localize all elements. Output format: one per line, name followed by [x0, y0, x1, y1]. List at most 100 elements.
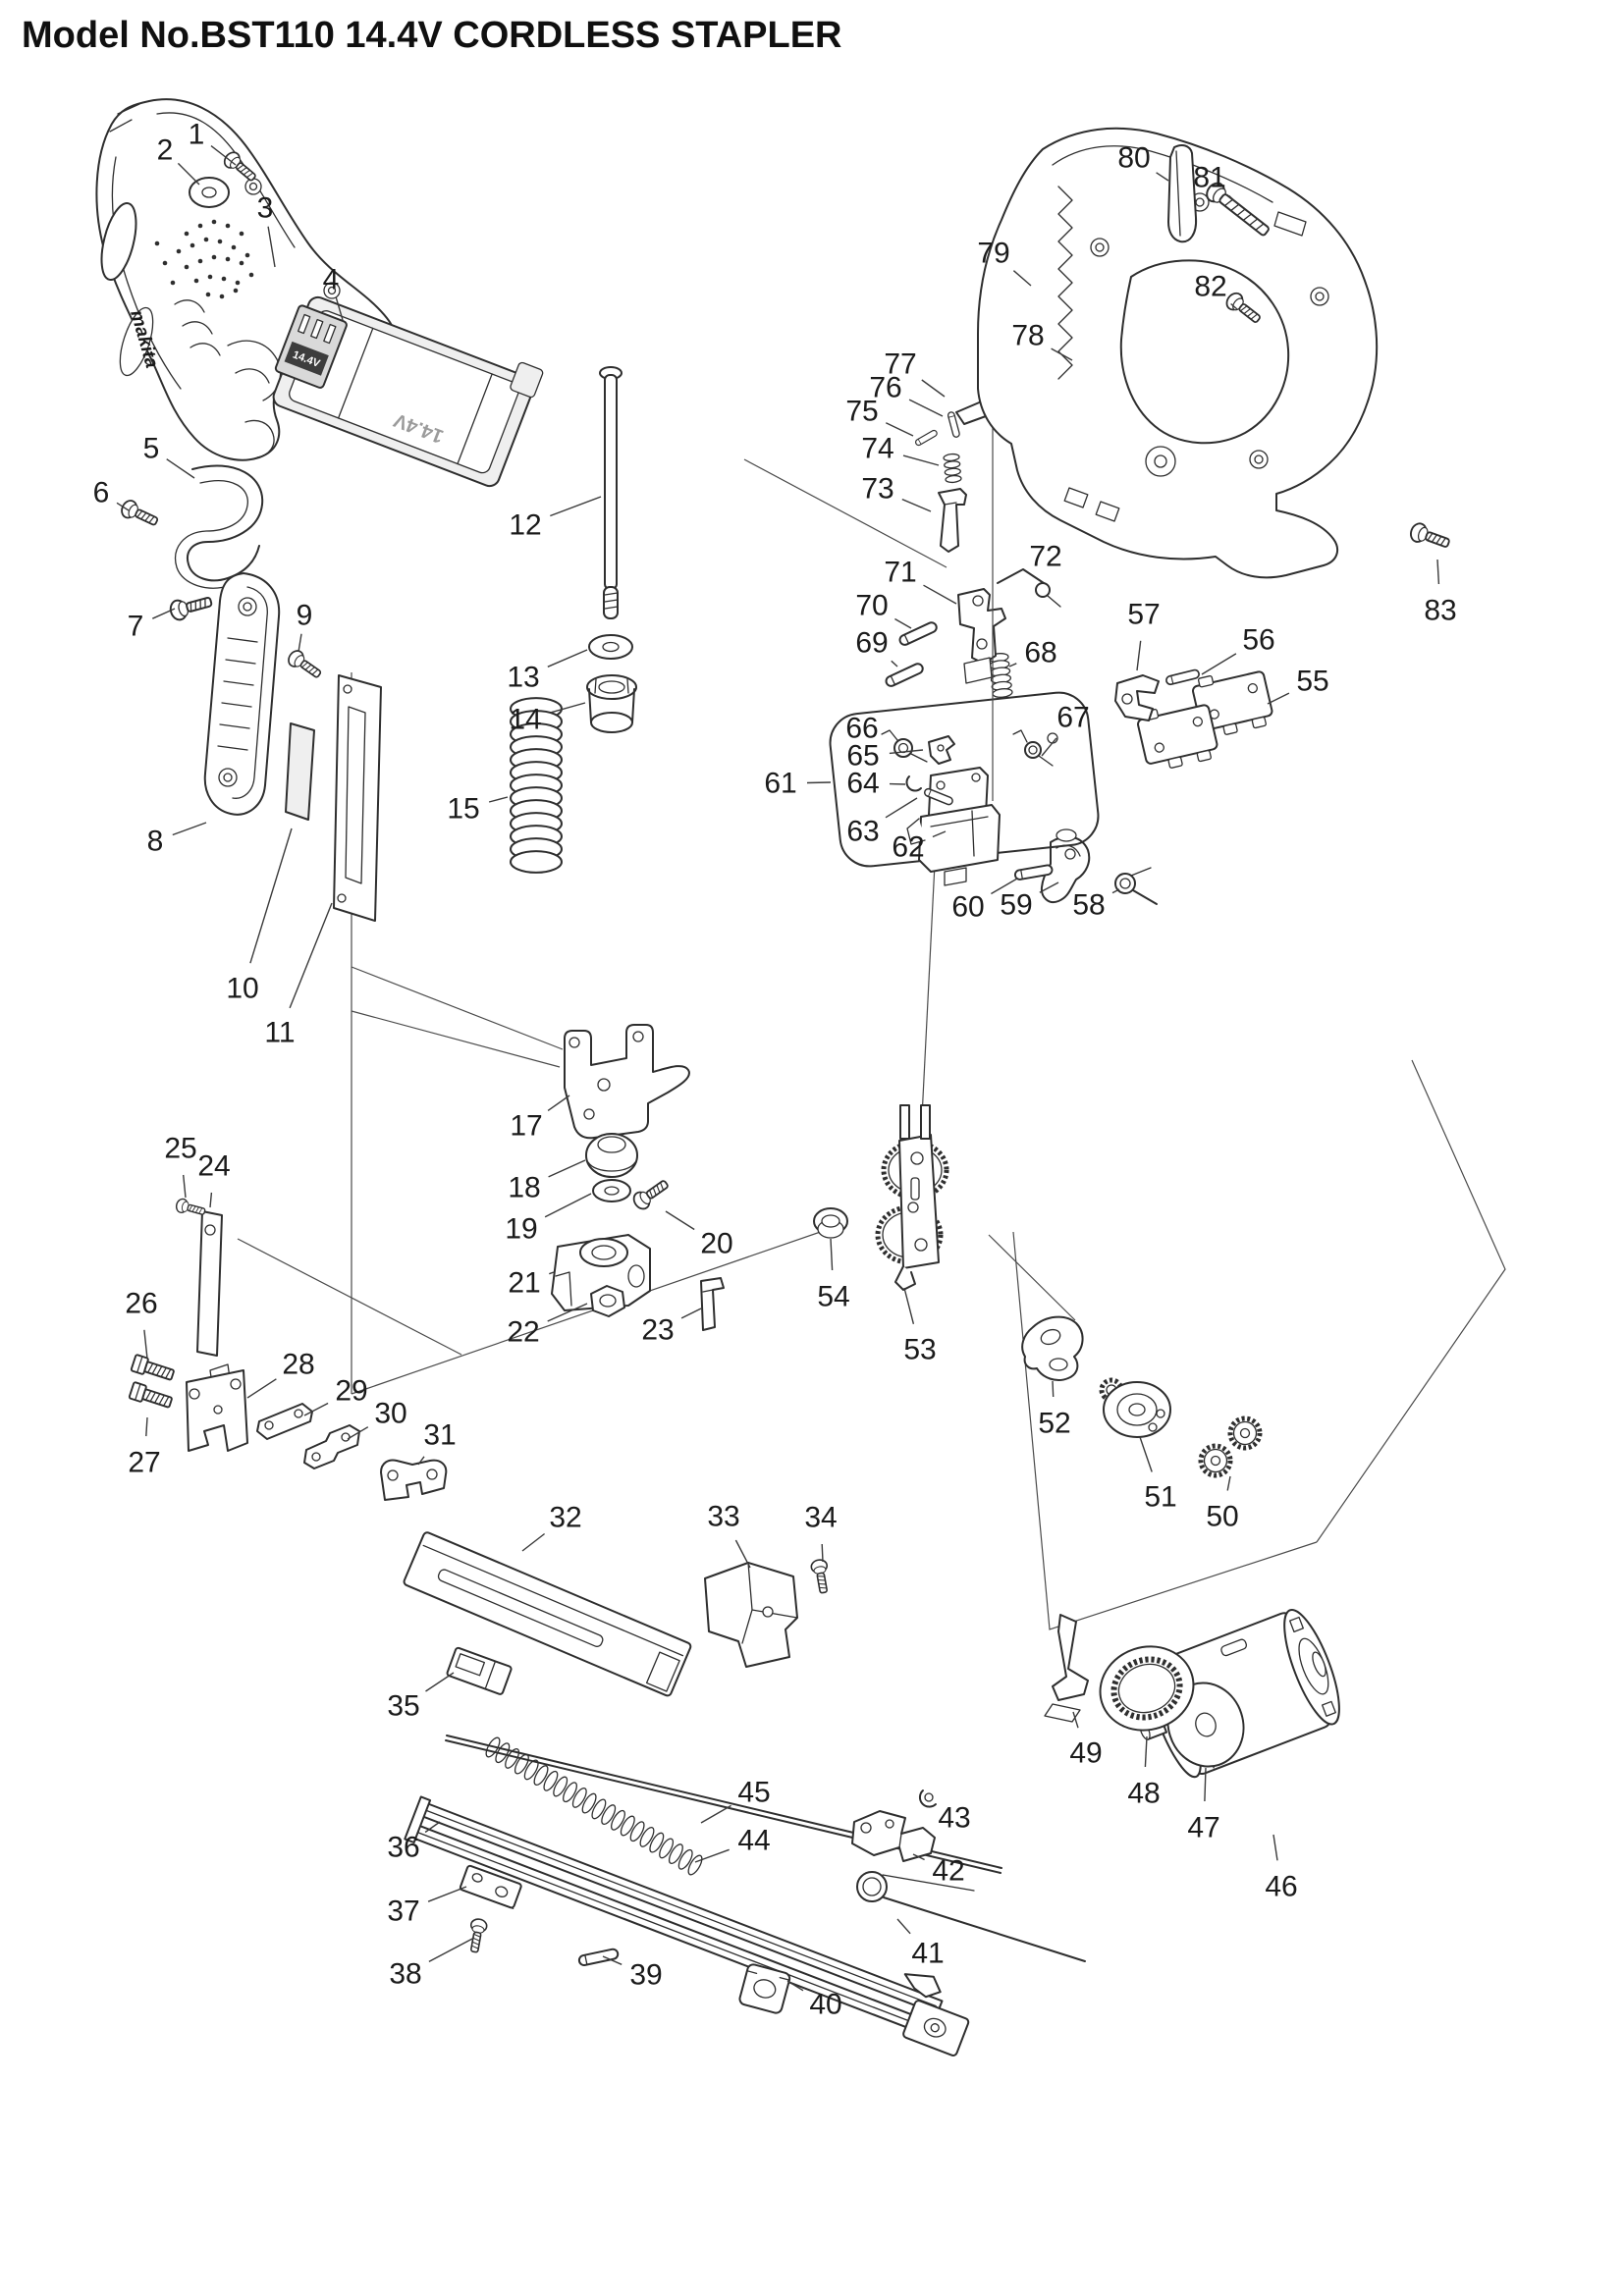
part-67-torsion-spring	[1012, 729, 1058, 767]
part-65-latch	[928, 735, 955, 765]
part-label-29: 29	[335, 1375, 367, 1408]
leader-line-65	[889, 749, 924, 755]
part-4-battery: 14.4V 14.4V	[272, 295, 544, 488]
part-51-flanged-gear	[1099, 1377, 1171, 1438]
part-label-28: 28	[282, 1349, 314, 1381]
leader-line-34	[821, 1543, 824, 1563]
part-label-40: 40	[809, 1989, 841, 2021]
part-64-c-clip	[905, 775, 922, 792]
leader-line-41	[896, 1918, 911, 1935]
leader-line-51	[1139, 1436, 1153, 1472]
leader-line-28	[246, 1378, 277, 1399]
leader-line-40	[786, 1980, 804, 1992]
part-label-67: 67	[1056, 702, 1089, 734]
part-69-pin	[883, 661, 926, 689]
leader-line-58	[1111, 888, 1120, 894]
leader-line-3	[267, 226, 276, 268]
part-38-screw	[465, 1917, 489, 1954]
leader-line-67	[1041, 737, 1057, 757]
part-66-torsion-spring	[881, 729, 928, 763]
part-37-block	[459, 1864, 522, 1909]
part-label-72: 72	[1029, 541, 1061, 573]
part-72-wire-spring	[997, 568, 1061, 608]
leader-line-22	[547, 1303, 588, 1322]
part-label-33: 33	[707, 1501, 739, 1533]
part-21-base-block	[551, 1234, 651, 1311]
part-39-pin	[576, 1947, 621, 1967]
part-label-62: 62	[892, 831, 924, 864]
part-label-56: 56	[1242, 624, 1274, 657]
part-52-cam-plate	[1021, 1315, 1084, 1381]
leader-line-38	[428, 1937, 475, 1963]
part-label-21: 21	[508, 1267, 540, 1300]
part-34-screw	[809, 1558, 833, 1595]
part-label-7: 7	[128, 611, 144, 643]
part-label-4: 4	[323, 264, 340, 296]
leader-line-63	[885, 797, 918, 819]
leader-line-60	[991, 878, 1018, 895]
part-32-magazine-cover	[403, 1531, 692, 1697]
leader-line-21	[549, 1271, 555, 1275]
part-label-51: 51	[1144, 1481, 1176, 1514]
leader-line-83	[1436, 559, 1440, 585]
part-58-torsion-spring	[1114, 867, 1158, 905]
part-53-gear-lever	[875, 1104, 949, 1291]
leader-line-73	[901, 498, 932, 512]
part-label-10: 10	[226, 973, 258, 1005]
part-68-spring	[988, 653, 1013, 698]
part-label-27: 27	[128, 1447, 160, 1479]
part-81-bolt	[1206, 182, 1270, 237]
part-label-58: 58	[1072, 889, 1105, 922]
leader-line-17	[547, 1095, 570, 1111]
part-label-83: 83	[1424, 595, 1456, 627]
part-label-5: 5	[143, 433, 160, 465]
leader-line-10	[249, 828, 293, 964]
part-7-screw	[167, 591, 215, 623]
leader-line-79	[1012, 270, 1032, 287]
part-54-bushing	[813, 1207, 848, 1239]
part-label-82: 82	[1194, 271, 1226, 303]
part-28-bracket	[186, 1363, 248, 1452]
part-label-3: 3	[257, 192, 274, 225]
part-33-guard	[704, 1562, 798, 1668]
part-label-79: 79	[977, 238, 1009, 270]
leader-line-70	[894, 617, 912, 629]
part-42-clamp	[851, 1810, 936, 1862]
part-80-insert-plate	[1167, 144, 1198, 243]
leader-line-11	[289, 902, 333, 1009]
part-11-plate	[333, 674, 382, 922]
part-label-34: 34	[804, 1502, 837, 1534]
part-label-20: 20	[700, 1228, 732, 1260]
part-label-13: 13	[507, 662, 539, 694]
part-label-78: 78	[1011, 320, 1044, 352]
part-43-e-ring	[918, 1789, 937, 1808]
part-label-60: 60	[951, 891, 984, 924]
part-label-2: 2	[157, 134, 174, 167]
leader-line-52	[1052, 1380, 1055, 1398]
part-label-61: 61	[764, 768, 796, 800]
part-label-17: 17	[510, 1110, 542, 1143]
part-label-68: 68	[1024, 637, 1056, 669]
part-50-pinion-gears	[1201, 1418, 1260, 1475]
part-label-18: 18	[508, 1172, 540, 1204]
part-label-48: 48	[1127, 1778, 1160, 1810]
part-13-washer	[588, 634, 633, 660]
leader-line-37	[427, 1886, 467, 1902]
part-label-11: 11	[264, 1017, 295, 1049]
part-label-31: 31	[423, 1419, 456, 1452]
part-label-57: 57	[1127, 599, 1160, 631]
part-6-screw	[118, 497, 162, 531]
part-73-plunger	[938, 488, 967, 553]
part-12-rod	[599, 366, 623, 619]
leader-line-76	[908, 399, 944, 417]
part-22-nut	[590, 1285, 625, 1317]
part-label-15: 15	[447, 793, 479, 826]
leader-line-24	[209, 1192, 213, 1208]
part-29-plate	[256, 1403, 313, 1440]
leader-line-78	[1051, 347, 1073, 361]
part-label-70: 70	[855, 590, 888, 622]
part-label-19: 19	[505, 1213, 537, 1246]
part-label-24: 24	[197, 1150, 230, 1183]
leader-line-44	[694, 1848, 730, 1863]
